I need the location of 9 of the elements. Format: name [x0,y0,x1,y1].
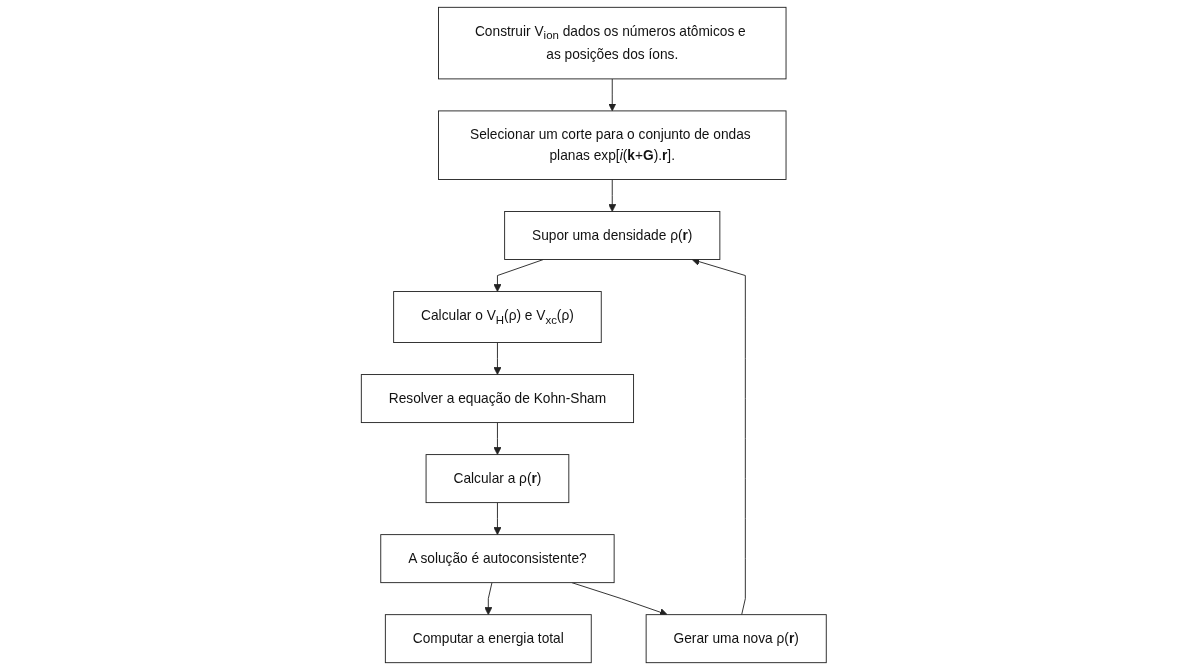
node-box: Selecionar um corte para o conjunto de ondas planas exp[i(k+G).r]. [438,110,787,180]
node-box: Computar a energia total [385,614,592,664]
node-box: Resolver a equação de Kohn-Sham [361,374,635,424]
node-box: Supor uma densidade ρ(r) [504,211,721,260]
node-box: Gerar uma nova ρ(r) [645,614,827,664]
node-box: Calcular o V$_{H}$(ρ) e V$_{xc}$(ρ) [393,291,602,343]
node-box: A solução é autoconsistente? [380,534,615,584]
node-box: Calcular a ρ(r) [425,454,570,504]
node-box: Construir V$_{ion}$ dados os números atômicos e as posições dos íons. [438,6,787,80]
